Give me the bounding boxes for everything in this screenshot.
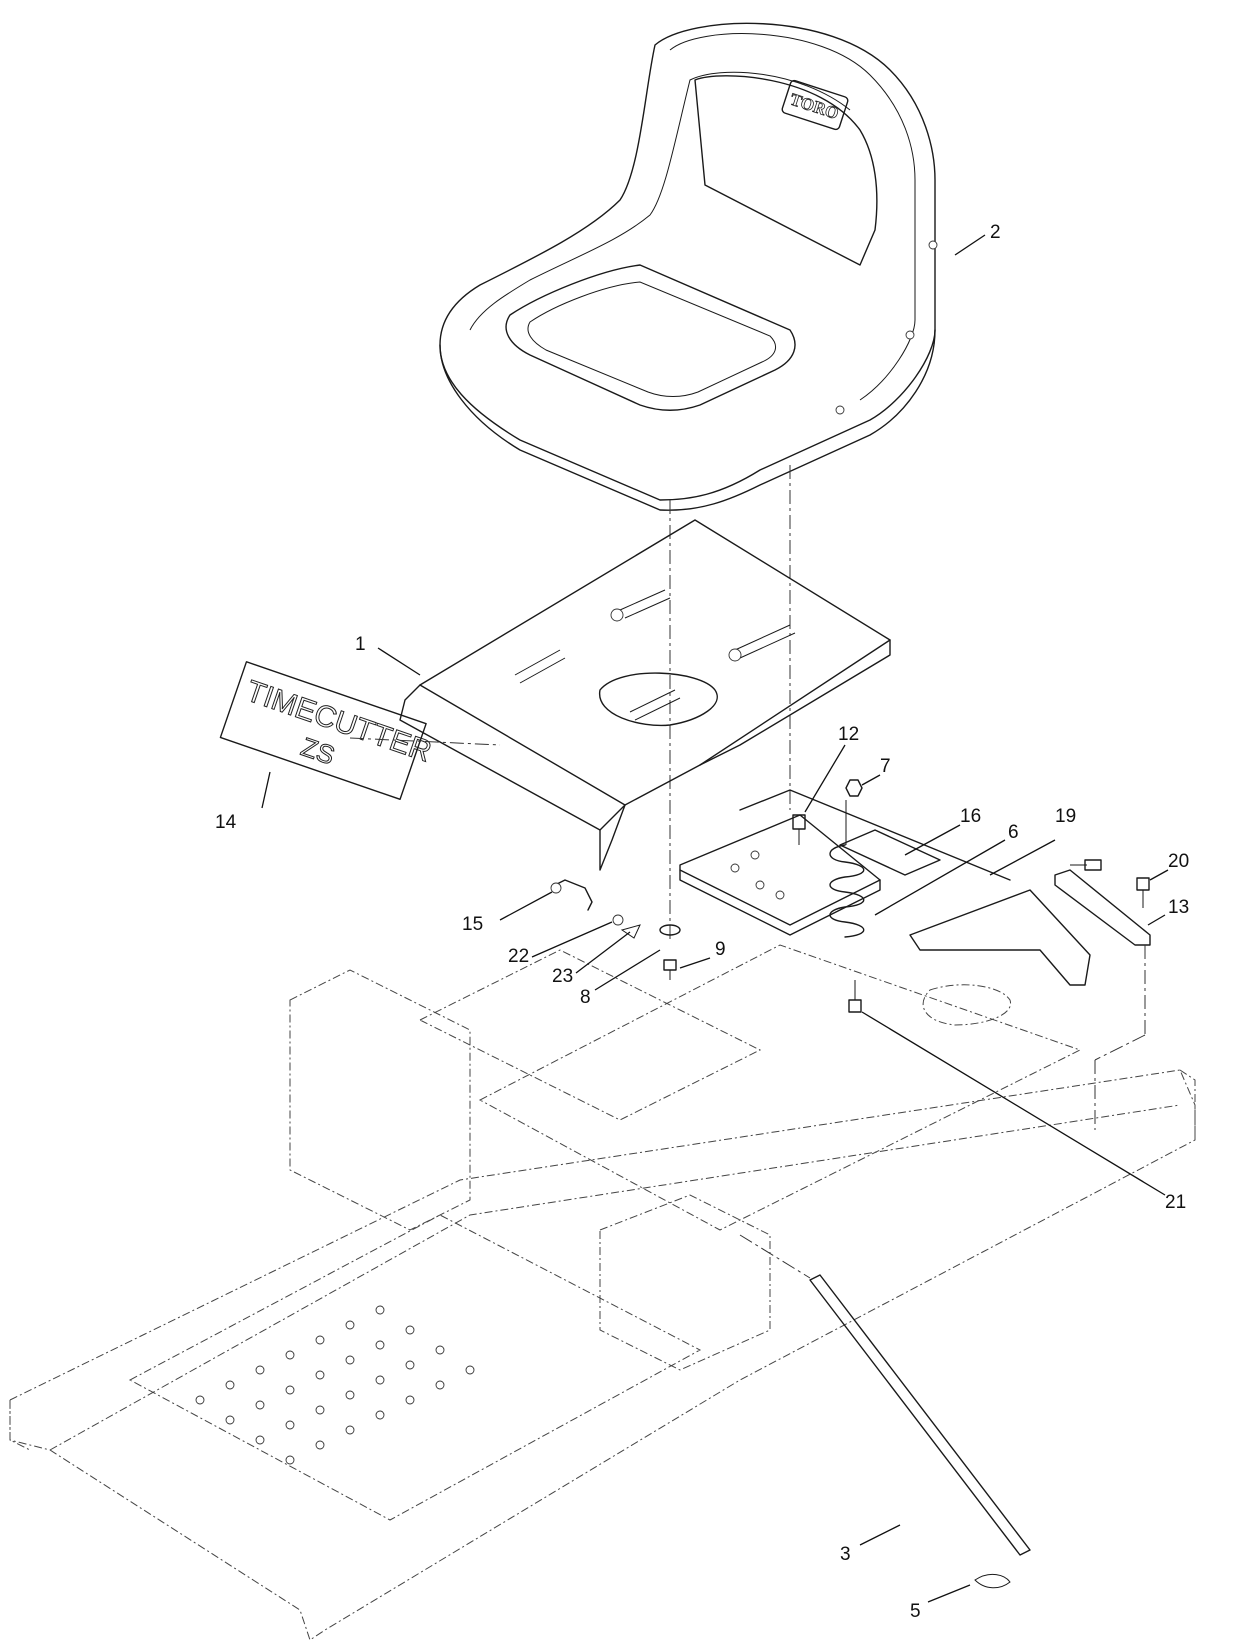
bolt-9: [663, 959, 677, 980]
callout-7: 7: [880, 756, 891, 777]
callout-6: 6: [1008, 822, 1019, 843]
callout-23: 23: [552, 966, 573, 987]
decal-line-2: ZS: [297, 731, 338, 770]
callout-8: 8: [580, 987, 591, 1008]
hair-pin-clip: [974, 1573, 1011, 1589]
callout-3: 3: [840, 1544, 851, 1565]
floor-pan-holes: [195, 1305, 475, 1465]
callout-1: 1: [355, 634, 366, 655]
suspension-assembly: [679, 789, 1151, 1130]
washer-8: [659, 924, 681, 936]
leader-lines: [261, 234, 1169, 1603]
toro-logo-plate: TORO: [781, 79, 849, 131]
seat: TORO: [439, 22, 938, 511]
pin-15: [550, 879, 593, 911]
bolt-12: [792, 814, 806, 845]
callout-22: 22: [508, 946, 529, 967]
bolt-19-fastener: [1070, 859, 1102, 871]
callout-5: 5: [910, 1601, 921, 1622]
callout-20: 20: [1168, 851, 1189, 872]
spring: [829, 800, 865, 938]
timecutter-decal: TIMECUTTER ZS: [219, 661, 436, 800]
callout-13: 13: [1168, 897, 1189, 918]
callout-9: 9: [715, 939, 726, 960]
rod: [739, 1234, 1031, 1556]
seat-mounting-plate: [399, 519, 891, 871]
callout-12: 12: [838, 724, 859, 745]
callout-2: 2: [990, 222, 1001, 243]
hardware: [550, 779, 1150, 1013]
callout-labels: 2 1 14 12 7 16 6 19 20 13 15 22 23 8 9 2…: [215, 222, 1189, 1622]
callout-14: 14: [215, 812, 237, 833]
callout-16: 16: [960, 806, 981, 827]
bolt-20: [1136, 877, 1150, 908]
nut-7: [845, 779, 863, 797]
mower-frame: [9, 944, 1196, 1641]
washer-22: [612, 914, 624, 926]
bolt-21: [848, 980, 862, 1013]
callout-21: 21: [1165, 1192, 1186, 1213]
callout-19: 19: [1055, 806, 1076, 827]
callout-15: 15: [462, 914, 483, 935]
